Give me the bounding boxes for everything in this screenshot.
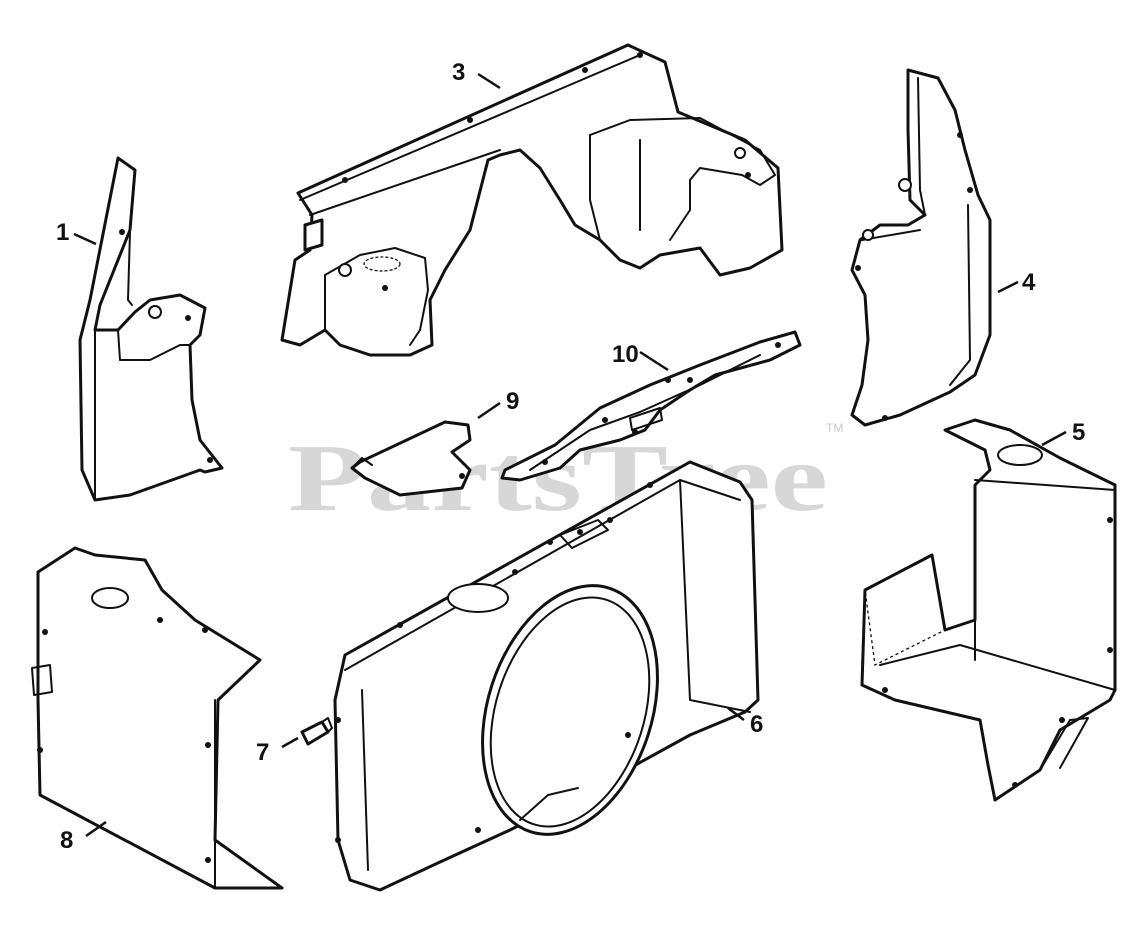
callout-5: 5 [1072, 419, 1085, 446]
leader-6 [727, 707, 745, 721]
callout-9: 9 [506, 388, 519, 415]
part-4-right-side-panel[interactable] [850, 68, 992, 427]
part-8-front-shield[interactable] [31, 546, 284, 890]
part-3-top-shroud[interactable] [280, 43, 784, 357]
part-6-blower-housing[interactable] [333, 460, 760, 892]
watermark-trademark: TM [826, 421, 843, 435]
callout-3: 3 [452, 59, 465, 86]
callout-4: 4 [1022, 269, 1036, 296]
part-7-screw[interactable] [300, 717, 333, 746]
callout-7: 7 [256, 739, 269, 766]
leader-10 [639, 350, 669, 372]
part-5-u-shield[interactable] [860, 418, 1117, 802]
callout-1: 1 [56, 219, 69, 246]
leader-3 [477, 72, 501, 90]
leader-4 [997, 280, 1019, 294]
leader-1 [73, 232, 97, 246]
callout-8: 8 [60, 827, 73, 854]
leader-lines [73, 72, 1067, 838]
part-10-bracket[interactable] [500, 330, 802, 482]
callout-6: 6 [750, 711, 763, 738]
part-9-plate[interactable] [350, 420, 472, 497]
leader-9 [477, 401, 501, 420]
callout-labels: 3 1 4 10 9 5 6 7 8 [56, 59, 1085, 854]
leader-7 [281, 736, 299, 749]
callout-10: 10 [612, 341, 639, 368]
part-1-left-side-panel[interactable] [78, 156, 224, 502]
leader-8 [85, 820, 107, 838]
leader-5 [1041, 430, 1067, 447]
